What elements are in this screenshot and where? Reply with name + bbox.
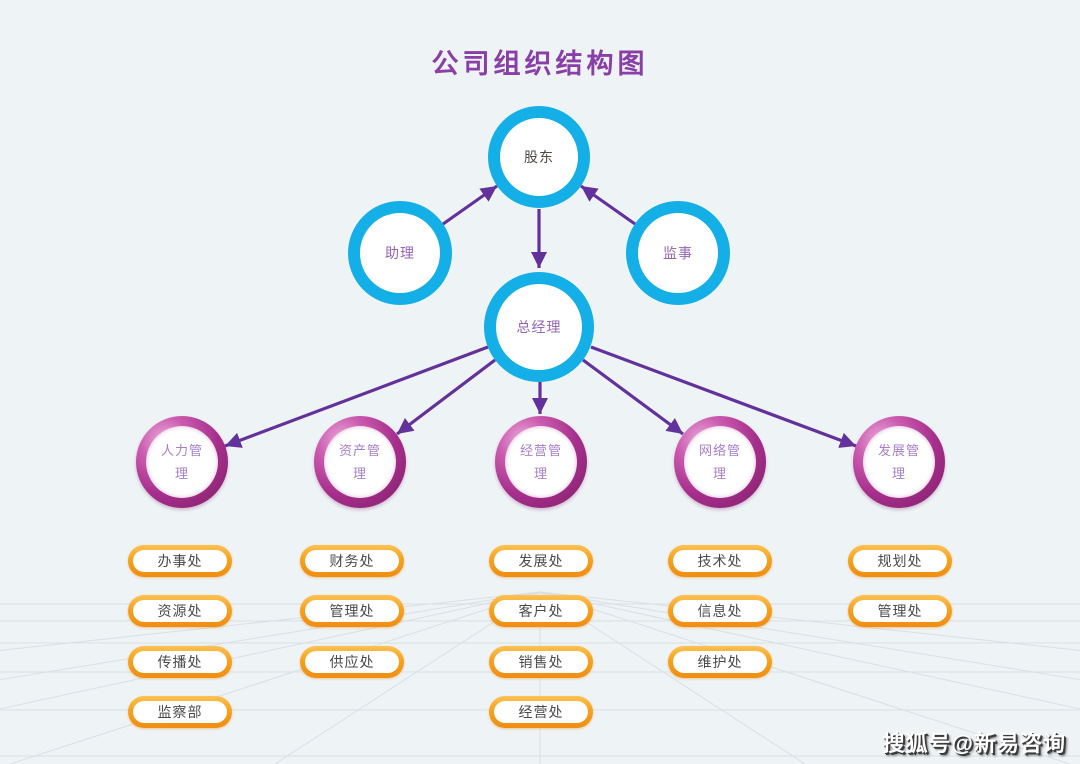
dept-pill-c2-r2: 管理处 xyxy=(300,595,404,627)
node-supervisor: 监事 xyxy=(626,201,730,305)
dept-pill-c3-r4: 经营处 xyxy=(489,696,593,728)
dept-pill-c4-r2: 信息处 xyxy=(668,595,772,627)
dept-label: 客户处 xyxy=(518,605,564,620)
dept-pill-c4-r1: 技术处 xyxy=(668,545,772,577)
dept-label: 资源处 xyxy=(157,605,203,620)
dept-pill-c3-r2: 客户处 xyxy=(489,595,593,627)
dept-label: 经营处 xyxy=(518,706,564,721)
node-branch-assets: 资产管理 xyxy=(314,416,406,508)
dept-label: 信息处 xyxy=(697,605,743,620)
node-branch-network-label: 网络管理 xyxy=(698,442,741,481)
dept-pill-c2-r1: 财务处 xyxy=(300,545,404,577)
dept-pill-c1-r3: 传播处 xyxy=(128,646,232,678)
node-branch-development: 发展管理 xyxy=(853,416,945,508)
dept-label: 监察部 xyxy=(157,706,203,721)
dept-label: 规划处 xyxy=(877,555,923,570)
node-supervisor-label: 监事 xyxy=(663,247,693,262)
node-general-manager-label: 总经理 xyxy=(516,321,562,336)
dept-label: 发展处 xyxy=(518,555,564,570)
dept-pill-c3-r3: 销售处 xyxy=(489,646,593,678)
node-branch-development-label: 发展管理 xyxy=(877,442,920,481)
dept-pill-c3-r1: 发展处 xyxy=(489,545,593,577)
arrow-gm-to-branch-4 xyxy=(582,358,684,436)
dept-pill-c4-r3: 维护处 xyxy=(668,646,772,678)
node-assistant: 助理 xyxy=(348,201,452,305)
dept-label: 管理处 xyxy=(877,605,923,620)
arrow-supervisor-to-shareholder xyxy=(580,184,636,226)
dept-label: 财务处 xyxy=(329,555,375,570)
dept-label: 技术处 xyxy=(697,555,743,570)
node-general-manager: 总经理 xyxy=(484,272,594,382)
node-branch-hr-label: 人力管理 xyxy=(160,442,203,481)
chart-title: 公司组织结构图 xyxy=(431,49,649,79)
dept-pill-c1-r1: 办事处 xyxy=(128,545,232,577)
node-assistant-label: 助理 xyxy=(385,247,415,262)
node-branch-operations-label: 经营管理 xyxy=(519,442,562,481)
dept-pill-c5-r1: 规划处 xyxy=(848,545,952,577)
dept-label: 传播处 xyxy=(157,656,203,671)
dept-label: 供应处 xyxy=(329,656,375,671)
arrow-gm-to-branch-2 xyxy=(396,358,496,436)
dept-label: 销售处 xyxy=(518,656,564,671)
dept-pill-c2-r3: 供应处 xyxy=(300,646,404,678)
dept-label: 管理处 xyxy=(329,605,375,620)
node-branch-network: 网络管理 xyxy=(674,416,766,508)
node-branch-operations: 经营管理 xyxy=(495,416,587,508)
dept-label: 办事处 xyxy=(157,555,203,570)
node-shareholder: 股东 xyxy=(488,106,590,208)
node-shareholder-label: 股东 xyxy=(524,151,554,166)
dept-pill-c5-r2: 管理处 xyxy=(848,595,952,627)
node-branch-hr: 人力管理 xyxy=(136,416,228,508)
dept-pill-c1-r2: 资源处 xyxy=(128,595,232,627)
dept-pill-c1-r4: 监察部 xyxy=(128,696,232,728)
node-branch-assets-label: 资产管理 xyxy=(338,442,381,481)
watermark: 搜狐号@新易咨询 xyxy=(882,731,1066,756)
dept-label: 维护处 xyxy=(697,656,743,671)
arrow-assistant-to-shareholder xyxy=(442,184,498,226)
